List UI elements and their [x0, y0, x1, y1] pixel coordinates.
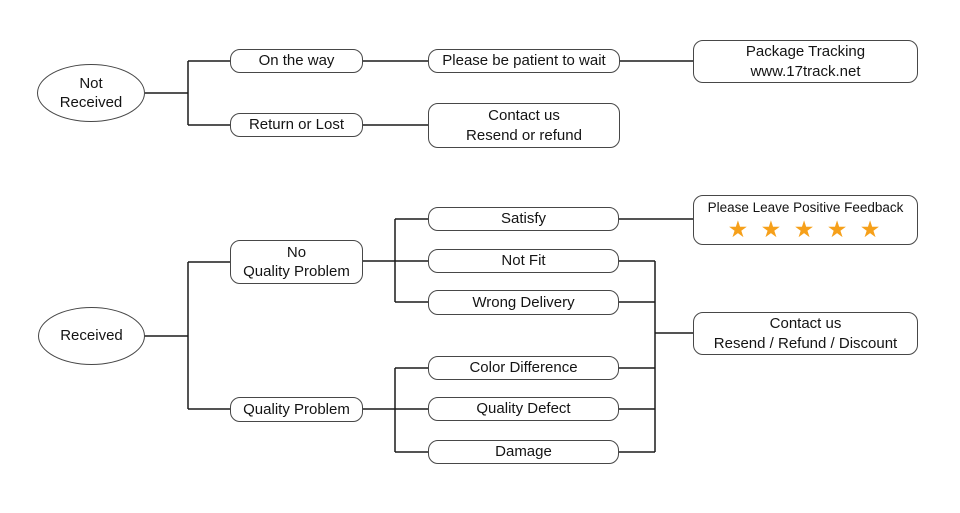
node-color-difference: Color Difference [428, 356, 619, 380]
node-no-quality-problem: No Quality Problem [230, 240, 363, 284]
node-label: Received [60, 327, 123, 345]
node-label: Quality Problem [243, 263, 350, 280]
node-not-received: Not Received [37, 64, 145, 122]
node-quality-defect: Quality Defect [428, 397, 619, 421]
node-label: Contact us [769, 315, 842, 332]
node-label: Color Difference [469, 359, 578, 377]
node-contact-us-resend-refund: Contact us Resend or refund [428, 103, 620, 148]
node-label: Not Fit [501, 252, 546, 270]
tracking-url: www.17track.net [750, 62, 861, 80]
node-satisfy: Satisfy [428, 207, 619, 231]
node-label: On the way [258, 52, 335, 70]
node-label: Quality Problem [243, 400, 350, 418]
node-return-or-lost: Return or Lost [230, 113, 363, 137]
node-label: No [286, 243, 307, 261]
node-positive-feedback: Please Leave Positive Feedback ★ ★ ★ ★ ★ [693, 195, 918, 245]
node-contact-us-resend-refund-discount: Contact us Resend / Refund / Discount [693, 312, 918, 355]
five-star-rating-icon: ★ ★ ★ ★ ★ [727, 216, 884, 242]
node-label: Package Tracking [745, 43, 866, 60]
node-received: Received [38, 307, 145, 365]
node-label: Quality Defect [476, 400, 571, 418]
node-not-fit: Not Fit [428, 249, 619, 273]
node-label: Wrong Delivery [472, 293, 575, 311]
node-label: Please Leave Positive Feedback [707, 200, 904, 215]
node-wrong-delivery: Wrong Delivery [428, 290, 619, 315]
node-label: Not [79, 74, 103, 92]
node-package-tracking: Package Tracking www.17track.net [693, 40, 918, 83]
node-label: Resend or refund [466, 126, 582, 144]
node-label: Please be patient to wait [442, 52, 606, 70]
node-on-the-way: On the way [230, 49, 363, 73]
node-damage: Damage [428, 440, 619, 464]
node-label: Return or Lost [248, 116, 345, 134]
node-label: Satisfy [500, 210, 546, 228]
node-label: Contact us [488, 107, 560, 124]
node-label: Damage [495, 443, 552, 461]
node-label: Received [59, 94, 123, 111]
node-please-be-patient: Please be patient to wait [428, 49, 620, 73]
node-quality-problem: Quality Problem [230, 397, 363, 422]
node-label: Resend / Refund / Discount [713, 334, 898, 352]
